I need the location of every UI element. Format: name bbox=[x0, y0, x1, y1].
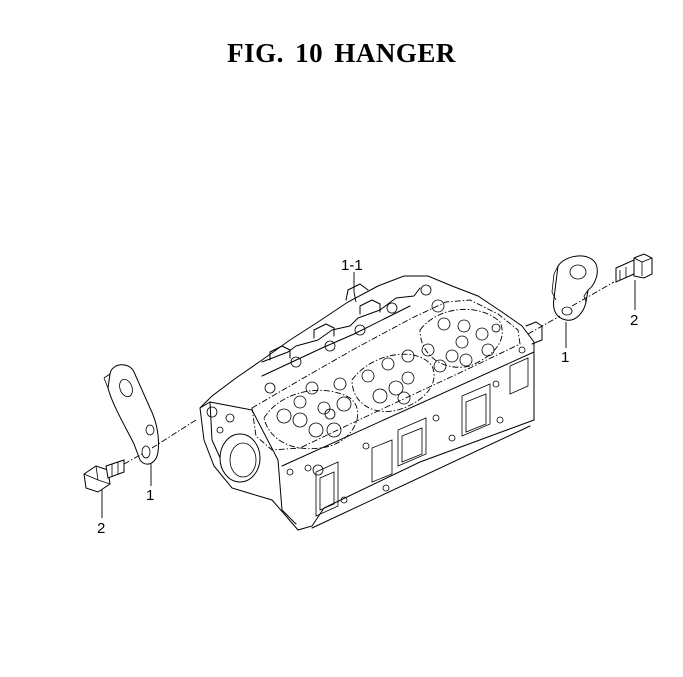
leader-cylinder-head bbox=[353, 272, 357, 303]
callout-bolt-left: 2 bbox=[97, 520, 105, 537]
hanger-right bbox=[551, 255, 598, 321]
figure-title: FIG. 10 HANGER bbox=[227, 38, 456, 68]
callout-hanger-right: 1 bbox=[561, 349, 569, 366]
valve-ports bbox=[264, 284, 501, 438]
bolt-right bbox=[615, 253, 653, 283]
hanger-left bbox=[103, 364, 159, 465]
axis-line-left bbox=[123, 419, 197, 465]
axis-line-right bbox=[527, 281, 615, 335]
manifold-flanges bbox=[286, 346, 529, 517]
callout-hanger-left: 1 bbox=[146, 487, 154, 504]
bolt-left bbox=[83, 459, 125, 493]
cylinder-head bbox=[199, 275, 543, 531]
callout-cylinder-head: 1-1 bbox=[341, 257, 363, 274]
callout-bolt-right: 2 bbox=[630, 312, 638, 329]
